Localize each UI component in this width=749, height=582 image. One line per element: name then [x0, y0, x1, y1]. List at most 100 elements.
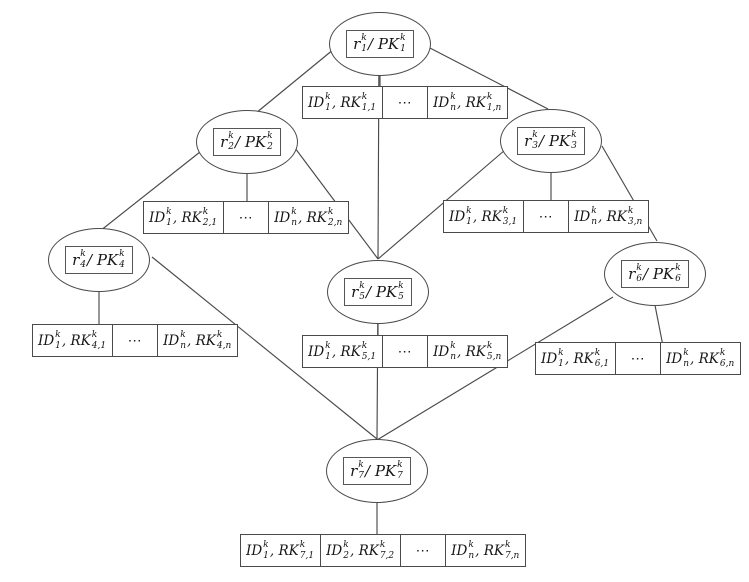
math-text: r [524, 131, 532, 150]
subscript: 7 [358, 470, 365, 481]
subscript: 4,n [216, 340, 232, 351]
subscript: 1 [558, 358, 564, 369]
subscript: 6 [675, 273, 681, 284]
subscript: 6,1 [594, 358, 610, 369]
math-text: ID [433, 343, 450, 360]
math-text: , RK [690, 350, 719, 367]
subscript: 7,n [504, 550, 520, 561]
edge-node-6-node-7 [376, 296, 614, 441]
subscript: 1 [325, 351, 331, 362]
subscript: 1 [361, 43, 368, 54]
math-text: ⋯ [127, 332, 143, 349]
math-text: r [351, 282, 359, 301]
subscript: 5 [398, 291, 404, 302]
math-text: ID [541, 350, 558, 367]
table-cell-ellipsis: ⋯ [112, 325, 157, 356]
math-text: , RK [457, 343, 486, 360]
math-text: ⋯ [397, 343, 413, 360]
edge-node-3-node-5 [377, 149, 506, 260]
subscript: 1 [325, 102, 331, 113]
superscript: k [361, 341, 368, 352]
math-text: r [350, 461, 358, 480]
subscript: n [291, 217, 298, 228]
math-text: r [353, 34, 361, 53]
math-text: ID [163, 332, 180, 349]
superscript: k [359, 281, 365, 292]
math-text: ⋯ [238, 209, 254, 226]
superscript: k [450, 92, 456, 103]
math-text: / PK [87, 250, 119, 269]
math-text: , RK [472, 208, 502, 225]
superscript: k [267, 131, 273, 142]
math-text: / PK [643, 264, 675, 283]
superscript: k [91, 330, 98, 341]
subscript: 5,n [486, 351, 502, 362]
subscript: 5,1 [361, 351, 377, 362]
subscript: 1 [263, 550, 269, 561]
superscript: k [228, 131, 234, 142]
math-text: ID [451, 542, 468, 559]
math-text: , RK [475, 542, 504, 559]
math-text: , RK [349, 542, 379, 559]
subscript: 2 [343, 550, 349, 561]
superscript: k [502, 206, 509, 217]
subscript: 2,1 [202, 217, 218, 228]
math-text: / PK [365, 461, 397, 480]
math-text: r [72, 250, 80, 269]
subscript: 4,1 [91, 340, 107, 351]
math-text: , RK [564, 350, 594, 367]
math-text: / PK [368, 34, 400, 53]
superscript: k [299, 540, 306, 551]
subscript: 6 [636, 273, 643, 284]
math-text: ID [433, 94, 450, 111]
superscript: k [343, 540, 349, 551]
table-cell-ellipsis: ⋯ [615, 343, 660, 374]
math-text: / PK [366, 282, 398, 301]
subscript: 2,n [327, 217, 343, 228]
superscript: k [379, 540, 386, 551]
subscript: 3,1 [502, 216, 518, 227]
superscript: k [325, 341, 331, 352]
subscript: 7,1 [299, 550, 315, 561]
superscript: k [532, 130, 538, 141]
subscript: n [180, 340, 187, 351]
